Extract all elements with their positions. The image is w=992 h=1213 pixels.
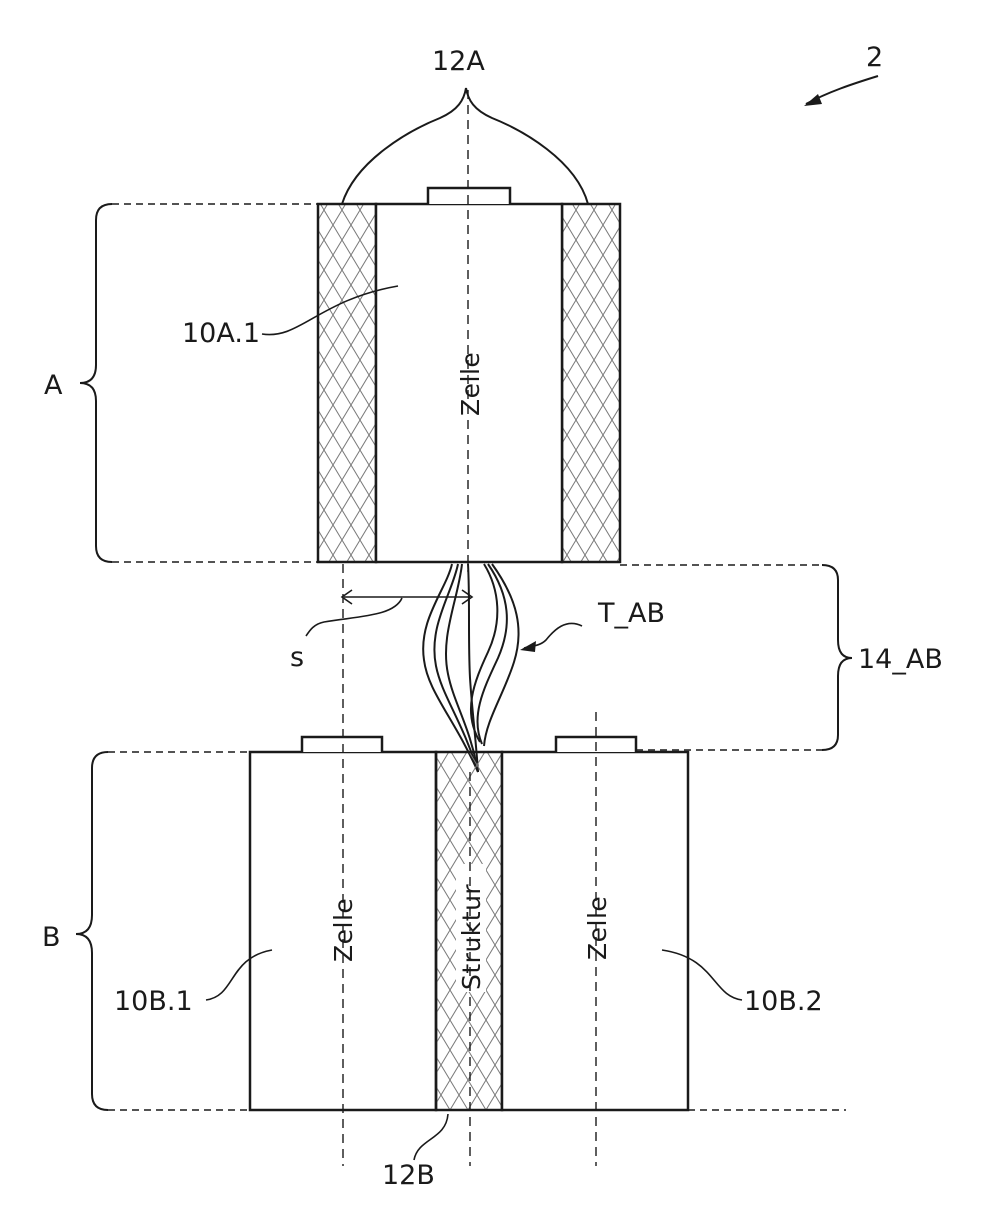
transition-brace xyxy=(822,565,852,750)
cell-10a1-label: 10A.1 xyxy=(182,318,260,349)
structure-12b-leader xyxy=(414,1114,448,1160)
structure-12a-right-strip xyxy=(562,204,620,562)
cell-10a1-text: Zelle xyxy=(456,352,485,416)
structure-12a-left-strip xyxy=(318,204,376,562)
structure-12a-brace xyxy=(342,88,588,204)
transition-label: 14_AB xyxy=(858,644,943,675)
cell-10b2-label: 10B.2 xyxy=(744,986,823,1017)
group-a-label: A xyxy=(44,370,63,401)
figure-number-arrowhead xyxy=(804,94,822,106)
cell-10a1-terminal xyxy=(428,188,510,204)
group-a-brace xyxy=(80,204,112,562)
structure-12b-text: Struktur xyxy=(457,884,486,990)
shift-leader xyxy=(306,598,402,636)
group-b-label: B xyxy=(42,922,61,953)
structure-12b-label: 12B xyxy=(382,1160,435,1191)
structure-12a-label: 12A xyxy=(432,46,485,77)
transition-bundle-label: T_AB xyxy=(597,598,665,629)
cell-10b2-text: Zelle xyxy=(583,896,612,960)
cell-10b1-terminal xyxy=(302,737,382,752)
shift-label: s xyxy=(290,642,304,673)
transition-arrowhead xyxy=(520,641,536,652)
group-b-brace xyxy=(76,752,108,1110)
cell-10b1-label: 10B.1 xyxy=(114,986,193,1017)
transition-strands xyxy=(423,564,518,772)
figure-number: 2 xyxy=(866,42,883,73)
